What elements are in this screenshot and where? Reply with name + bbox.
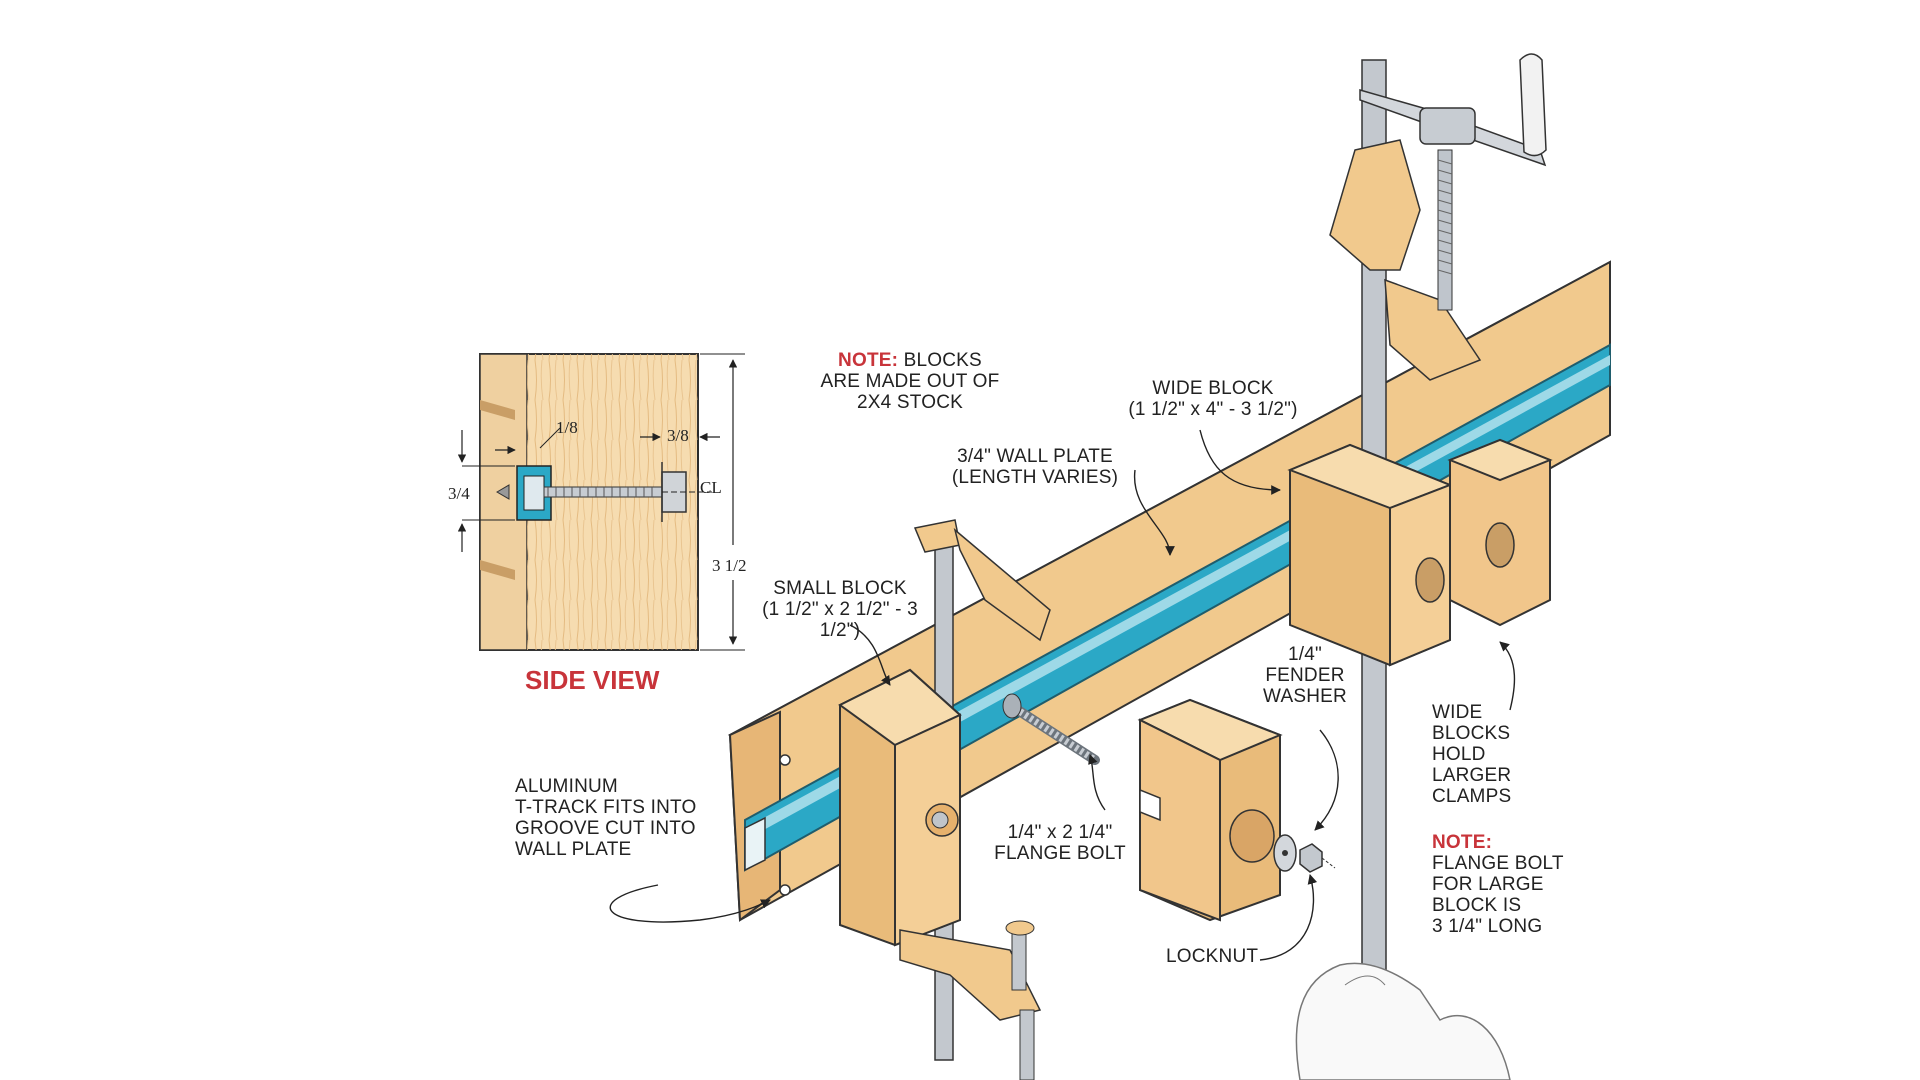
- label-flange-bolt: 1/4" x 2 1/4" FLANGE BOLT: [990, 822, 1130, 864]
- label-aluminum-track: ALUMINUM T-TRACK FITS INTO GROOVE CUT IN…: [515, 776, 715, 860]
- note-line: FLANGE BOLT: [1432, 853, 1564, 874]
- label-locknut: LOCKNUT: [1166, 946, 1259, 967]
- label-line: BLOCKS: [1432, 723, 1511, 744]
- label-line: WASHER: [1263, 686, 1347, 707]
- side-view-title: SIDE VIEW: [525, 665, 660, 695]
- note-line: FOR LARGE: [1432, 874, 1544, 895]
- label-wall-plate: 3/4" WALL PLATE (LENGTH VARIES): [940, 446, 1130, 488]
- label-fender-washer: 1/4" FENDER WASHER: [1255, 644, 1355, 707]
- note-line: BLOCK IS: [1432, 895, 1522, 916]
- label-line: FENDER: [1265, 665, 1345, 686]
- note-heading: NOTE:: [1432, 832, 1493, 853]
- note-line: 2X4 STOCK: [857, 392, 963, 413]
- loose-small-block: [1137, 698, 1336, 922]
- label-line: CLAMPS: [1432, 786, 1512, 807]
- label-line: ALUMINUM: [515, 776, 618, 797]
- note-line: 3 1/4" LONG: [1432, 916, 1543, 937]
- label-wide-block: WIDE BLOCK (1 1/2" x 4" - 3 1/2"): [1118, 378, 1308, 420]
- note-line: ARE MADE OUT OF: [820, 371, 1000, 392]
- note-flange-bolt: NOTE: FLANGE BOLT FOR LARGE BLOCK IS 3 1…: [1432, 832, 1572, 937]
- label-line: T-TRACK FITS INTO: [515, 797, 697, 818]
- wide-block-assembly: [1287, 53, 1553, 1080]
- label-line: (1 1/2" x 4" - 3 1/2"): [1128, 399, 1298, 420]
- leader-lines: [609, 429, 1516, 961]
- label-line: (1 1/2" x 2 1/2" - 3 1/2"): [762, 599, 918, 641]
- label-line: HOLD: [1432, 744, 1486, 765]
- label-line: FLANGE BOLT: [994, 843, 1126, 864]
- label-line: WIDE BLOCK: [1152, 378, 1274, 399]
- dim-eighth: 1/8: [556, 418, 578, 437]
- flange-bolt: [1002, 693, 1100, 765]
- small-block-assembly: [838, 519, 1051, 1080]
- note-blocks: NOTE: BLOCKS ARE MADE OUT OF 2X4 STOCK: [820, 350, 1000, 413]
- label-line: LARGER: [1432, 765, 1512, 786]
- dim-three-half: 3 1/2: [712, 556, 747, 575]
- label-line: GROOVE CUT INTO: [515, 818, 696, 839]
- dim-three-eighths: 3/8: [667, 426, 689, 445]
- centerline-mark: CL: [700, 478, 722, 497]
- dim-three-quarter: 3/4: [448, 484, 470, 503]
- label-line: WALL PLATE: [515, 839, 632, 860]
- label-line: WIDE: [1432, 702, 1483, 723]
- label-line: (LENGTH VARIES): [951, 467, 1119, 488]
- note-heading: NOTE:: [838, 350, 899, 371]
- hand-drawing: [1295, 962, 1511, 1080]
- label-line: 3/4" WALL PLATE: [957, 446, 1113, 467]
- label-line: 1/4" x 2 1/4": [1007, 822, 1113, 843]
- label-line: SMALL BLOCK: [773, 578, 907, 599]
- side-view-drawing: [457, 353, 745, 651]
- label-wide-blocks-hold: WIDE BLOCKS HOLD LARGER CLAMPS: [1432, 702, 1542, 807]
- label-small-block: SMALL BLOCK (1 1/2" x 2 1/2" - 3 1/2"): [745, 578, 935, 641]
- label-line: 1/4": [1288, 644, 1322, 665]
- note-line: BLOCKS: [903, 350, 982, 371]
